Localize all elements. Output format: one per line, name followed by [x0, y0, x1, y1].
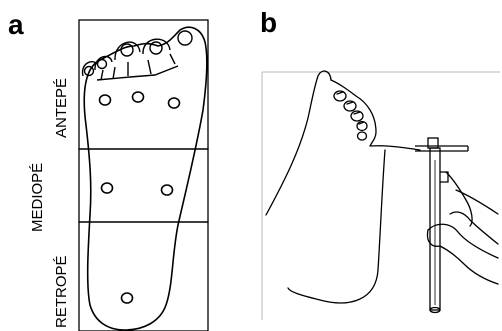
sensor-heel — [122, 293, 133, 303]
upper-finger-outline — [450, 212, 498, 244]
toe-base — [97, 66, 178, 80]
heel-outline — [288, 150, 385, 303]
label-midfoot: MEDIOPÉ — [29, 163, 46, 232]
panel-letter-a: a — [8, 9, 24, 40]
toe-sensor-3 — [121, 44, 133, 56]
leg-outline — [266, 71, 331, 215]
sensor-forefoot-lateral — [169, 98, 180, 108]
toe-gap-2 — [113, 67, 115, 79]
toes — [83, 31, 192, 80]
hand-sketch — [428, 172, 499, 284]
sensor-midfoot-lateral — [162, 185, 173, 195]
panel-letter-b: b — [260, 7, 277, 38]
instrument-crossbar — [415, 146, 468, 151]
toe-gap-1 — [101, 70, 103, 80]
sensor-midfoot-medial — [102, 183, 113, 193]
sensor-forefoot-central — [133, 92, 144, 102]
midfoot-box — [79, 149, 208, 222]
label-forefoot: ANTEPÉ — [53, 78, 70, 138]
label-hindfoot: RETROPÉ — [53, 255, 70, 328]
toe-gap-4 — [148, 60, 151, 74]
toe-sensor-2 — [150, 42, 162, 54]
monofilament-instrument — [415, 138, 468, 313]
lower-finger-outline — [428, 224, 498, 258]
foot-sole-outline — [331, 80, 420, 150]
hindfoot-box — [79, 222, 208, 331]
sensor-forefoot-medial — [100, 95, 111, 105]
foot-sketch — [266, 71, 420, 303]
toe-sketch-nails — [337, 92, 364, 124]
panel-a: a — [8, 9, 208, 331]
hand-back — [456, 190, 498, 214]
toe-sensor-1 — [178, 31, 192, 45]
toe-gap-5 — [170, 54, 175, 64]
sensor-points — [100, 92, 180, 303]
panel-b: b — [260, 7, 500, 320]
toe-sketch-5 — [358, 132, 367, 140]
forefoot-box — [79, 20, 208, 149]
finger-knuckles — [428, 230, 499, 284]
toe-sensor-4 — [98, 60, 107, 69]
toe-sketch — [334, 91, 367, 140]
